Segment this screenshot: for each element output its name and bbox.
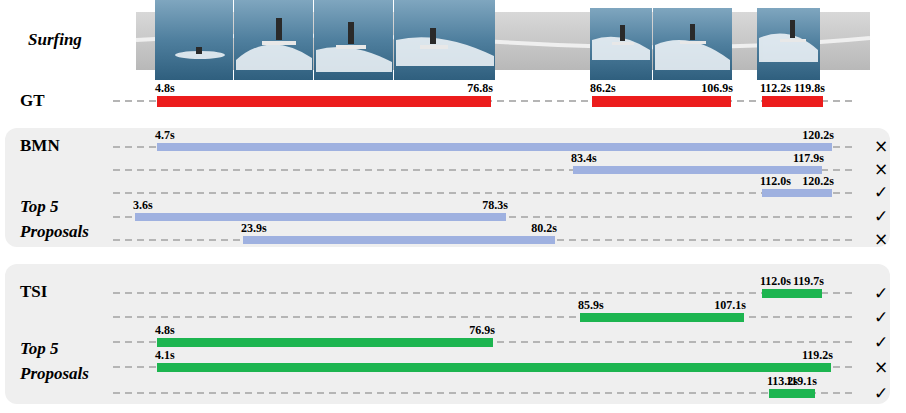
end-time: 117.9s [793, 152, 824, 165]
proposal-bar: 112.0s119.7s [762, 289, 822, 298]
end-time: 106.9s [701, 82, 733, 95]
end-time: 107.1s [714, 299, 746, 312]
end-time: 120.2s [802, 129, 834, 142]
proposal-bar: 113.2s119.1s [769, 389, 815, 398]
proposal-bar: 4.1s119.2s [157, 363, 831, 372]
proposal-bar: 112.0s120.2s [762, 189, 832, 197]
start-time: 4.8s [155, 82, 175, 95]
result-mark: ✓ [874, 283, 888, 303]
proposal-track [113, 292, 855, 294]
proposal-bar: 4.8s76.8s [157, 96, 491, 107]
result-mark: ✓ [874, 206, 888, 226]
panel-title: BMN [20, 136, 60, 156]
panel-shape [5, 128, 890, 247]
start-time: 4.1s [155, 349, 175, 362]
panel-shape [5, 264, 890, 404]
result-mark: ✓ [874, 307, 888, 327]
proposal-bar: 23.9s80.2s [243, 236, 555, 244]
start-time: 86.2s [590, 82, 616, 95]
end-time: 119.2s [802, 349, 833, 362]
result-mark: ✓ [874, 383, 888, 403]
end-time: 120.2s [802, 175, 834, 188]
panel-subtitle: Top 5 Proposals [20, 336, 115, 386]
row-label: GT [20, 91, 45, 111]
end-time: 78.3s [482, 199, 508, 212]
result-mark: ✓ [874, 182, 888, 202]
proposal-bar: 4.8s76.9s [157, 338, 493, 347]
proposal-bar: 86.2s106.9s [592, 96, 731, 107]
result-mark: × [874, 159, 888, 179]
result-mark: ✓ [874, 332, 888, 352]
panel-subtitle: Top 5 Proposals [20, 194, 115, 244]
result-mark: × [874, 136, 888, 156]
start-time: 112.0s [760, 175, 791, 188]
start-time: 112.0s [760, 275, 791, 288]
result-mark: × [874, 229, 888, 249]
method-panel: BMNTop 5 Proposals4.7s120.2s83.4s117.9s1… [5, 128, 890, 247]
end-time: 119.7s [793, 275, 824, 288]
video-frames [155, 0, 820, 80]
end-time: 80.2s [531, 222, 557, 235]
proposal-bar: 3.6s78.3s [135, 213, 506, 221]
start-time: 112.2s [760, 82, 791, 95]
proposal-bar: 85.9s107.1s [580, 313, 744, 322]
result-mark: × [874, 357, 888, 377]
end-time: 76.8s [467, 82, 493, 95]
end-time: 119.1s [786, 375, 817, 388]
proposal-bar: 83.4s117.9s [573, 166, 822, 174]
start-time: 85.9s [578, 299, 604, 312]
proposal-track [113, 192, 855, 194]
method-panel: TSITop 5 Proposals112.0s119.7s85.9s107.1… [5, 264, 890, 404]
proposal-bar: 112.2s119.8s [762, 96, 823, 107]
end-time: 76.9s [469, 324, 495, 337]
start-time: 4.7s [155, 129, 175, 142]
proposal-bar: 4.7s120.2s [157, 143, 832, 151]
panel-title: TSI [20, 282, 47, 302]
class-label: Surfing [28, 30, 82, 50]
start-time: 4.8s [155, 324, 175, 337]
start-time: 23.9s [241, 222, 267, 235]
start-time: 3.6s [133, 199, 153, 212]
end-time: 119.8s [794, 82, 825, 95]
start-time: 83.4s [571, 152, 597, 165]
panel-ground [5, 264, 890, 404]
proposal-track [113, 392, 855, 394]
